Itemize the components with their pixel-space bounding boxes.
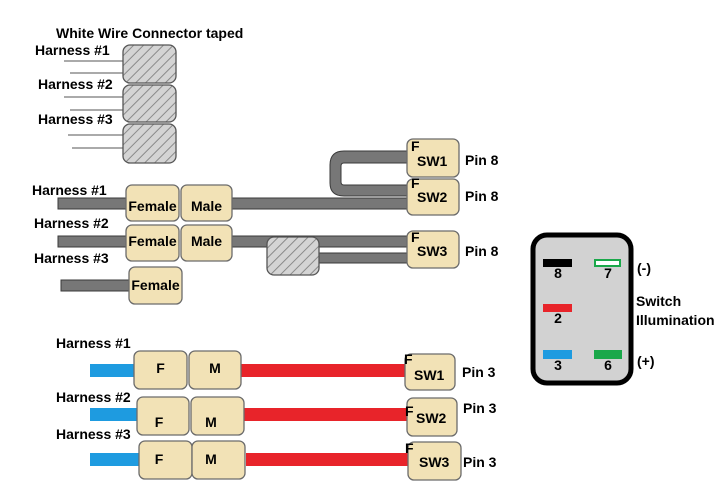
red-wire bbox=[246, 453, 408, 466]
female-label: Female bbox=[131, 277, 179, 293]
male-label: Male bbox=[191, 198, 222, 214]
pin-label: Pin 8 bbox=[465, 188, 499, 204]
switch-label: SW1 bbox=[417, 153, 448, 169]
switch-label: SW1 bbox=[414, 367, 445, 383]
taped-harness-2: Harness #2 bbox=[38, 76, 177, 123]
switch-sw1-pin3: F SW1 Pin 3 bbox=[404, 351, 496, 391]
switch-sw3-pin3: F SW3 Pin 3 bbox=[405, 440, 497, 481]
switch-sw1-pin8: F SW1 Pin 8 bbox=[406, 138, 499, 178]
pin-label: Pin 8 bbox=[465, 243, 499, 259]
illumination-label-line1: Switch bbox=[636, 293, 681, 309]
switch-sw2-pin8: F SW2 Pin 8 bbox=[406, 175, 499, 216]
switch-label: SW2 bbox=[417, 189, 448, 205]
blue-wire bbox=[90, 364, 136, 377]
gray-wire bbox=[57, 197, 129, 210]
female-label: Female bbox=[128, 198, 176, 214]
pin-label: Pin 3 bbox=[462, 364, 496, 380]
illumination-label-line2: Illumination bbox=[636, 312, 715, 328]
taped-harness-label: Harness #2 bbox=[38, 76, 113, 92]
gray-harness-label: Harness #2 bbox=[34, 215, 109, 231]
switch-f-label: F bbox=[404, 351, 413, 367]
pin-label: Pin 3 bbox=[463, 454, 497, 470]
taped-connector bbox=[122, 123, 177, 164]
pin-number: 6 bbox=[604, 357, 612, 373]
taped-harness-label: Harness #3 bbox=[38, 111, 113, 127]
taped-harness-1: Harness #1 bbox=[35, 42, 177, 84]
gray-wire bbox=[231, 235, 409, 248]
female-connector-3: Female bbox=[128, 266, 183, 305]
taped-harness-label: Harness #1 bbox=[35, 42, 110, 58]
pin-number: 8 bbox=[554, 265, 562, 281]
pin-number: 2 bbox=[554, 310, 562, 326]
gray-harness-label: Harness #3 bbox=[34, 250, 109, 266]
taped-harness-3: Harness #3 bbox=[38, 111, 177, 164]
switch-f-label: F bbox=[411, 175, 420, 191]
switch-f-label: F bbox=[411, 229, 420, 245]
m-connector-1: M bbox=[188, 350, 242, 390]
pin-6-green bbox=[594, 350, 622, 359]
m-label: M bbox=[205, 451, 217, 467]
red-wire bbox=[240, 364, 408, 377]
switch-sw2-pin3: F SW2 Pin 3 bbox=[405, 397, 497, 437]
gray-harness-label: Harness #1 bbox=[32, 182, 107, 198]
gray-wire bbox=[231, 197, 409, 210]
color-harness-label: Harness #2 bbox=[56, 389, 131, 405]
switch-f-label: F bbox=[405, 403, 414, 419]
pin-3-blue bbox=[543, 350, 572, 359]
switch-sw3-pin8: F SW3 Pin 8 bbox=[406, 229, 499, 269]
switch-f-label: F bbox=[411, 138, 420, 154]
taped-splice bbox=[266, 236, 320, 276]
pin-7-green-outline bbox=[594, 259, 621, 267]
gray-wire bbox=[57, 235, 129, 248]
switch-f-label: F bbox=[405, 440, 414, 456]
female-connector-1: Female bbox=[125, 184, 180, 222]
positive-label: (+) bbox=[637, 353, 655, 369]
switch-label: SW3 bbox=[417, 243, 448, 259]
switch-label: SW3 bbox=[419, 454, 450, 470]
male-connector-1: Male bbox=[180, 184, 233, 222]
color-harness-label: Harness #1 bbox=[56, 335, 131, 351]
blue-wire bbox=[90, 408, 138, 421]
female-connector-2: Female bbox=[125, 224, 180, 262]
switch-body bbox=[530, 232, 634, 386]
diagram-title: White Wire Connector taped bbox=[56, 25, 243, 41]
color-harness-label: Harness #3 bbox=[56, 426, 131, 442]
gray-wire bbox=[60, 279, 132, 292]
male-connector-2: Male bbox=[180, 224, 233, 262]
female-label: Female bbox=[128, 233, 176, 249]
f-connector-3: F bbox=[138, 440, 193, 480]
pin-number: 3 bbox=[554, 357, 562, 373]
gray-wire bbox=[317, 252, 409, 264]
pin-label: Pin 3 bbox=[463, 400, 497, 416]
m-label: M bbox=[205, 414, 217, 430]
f-label: F bbox=[155, 414, 164, 430]
switch-pinout: 8 7 2 3 6 bbox=[530, 232, 634, 386]
m-connector-3: M bbox=[191, 440, 246, 480]
pin-number: 7 bbox=[604, 265, 612, 281]
f-connector-1: F bbox=[133, 350, 188, 390]
m-connector-2: M bbox=[190, 396, 245, 436]
f-label: F bbox=[156, 360, 165, 376]
taped-connector bbox=[122, 84, 177, 123]
pin-2-red bbox=[543, 304, 572, 312]
male-label: Male bbox=[191, 233, 222, 249]
f-connector-2: F bbox=[136, 396, 190, 436]
pin-8-black bbox=[543, 259, 572, 267]
switch-label: SW2 bbox=[416, 410, 447, 426]
blue-wire bbox=[90, 453, 140, 466]
m-label: M bbox=[209, 360, 221, 376]
pin-label: Pin 8 bbox=[465, 152, 499, 168]
red-wire bbox=[244, 408, 408, 421]
gray-loop-wire bbox=[329, 150, 409, 197]
f-label: F bbox=[155, 451, 164, 467]
taped-connector bbox=[122, 44, 177, 84]
negative-label: (-) bbox=[637, 260, 651, 276]
